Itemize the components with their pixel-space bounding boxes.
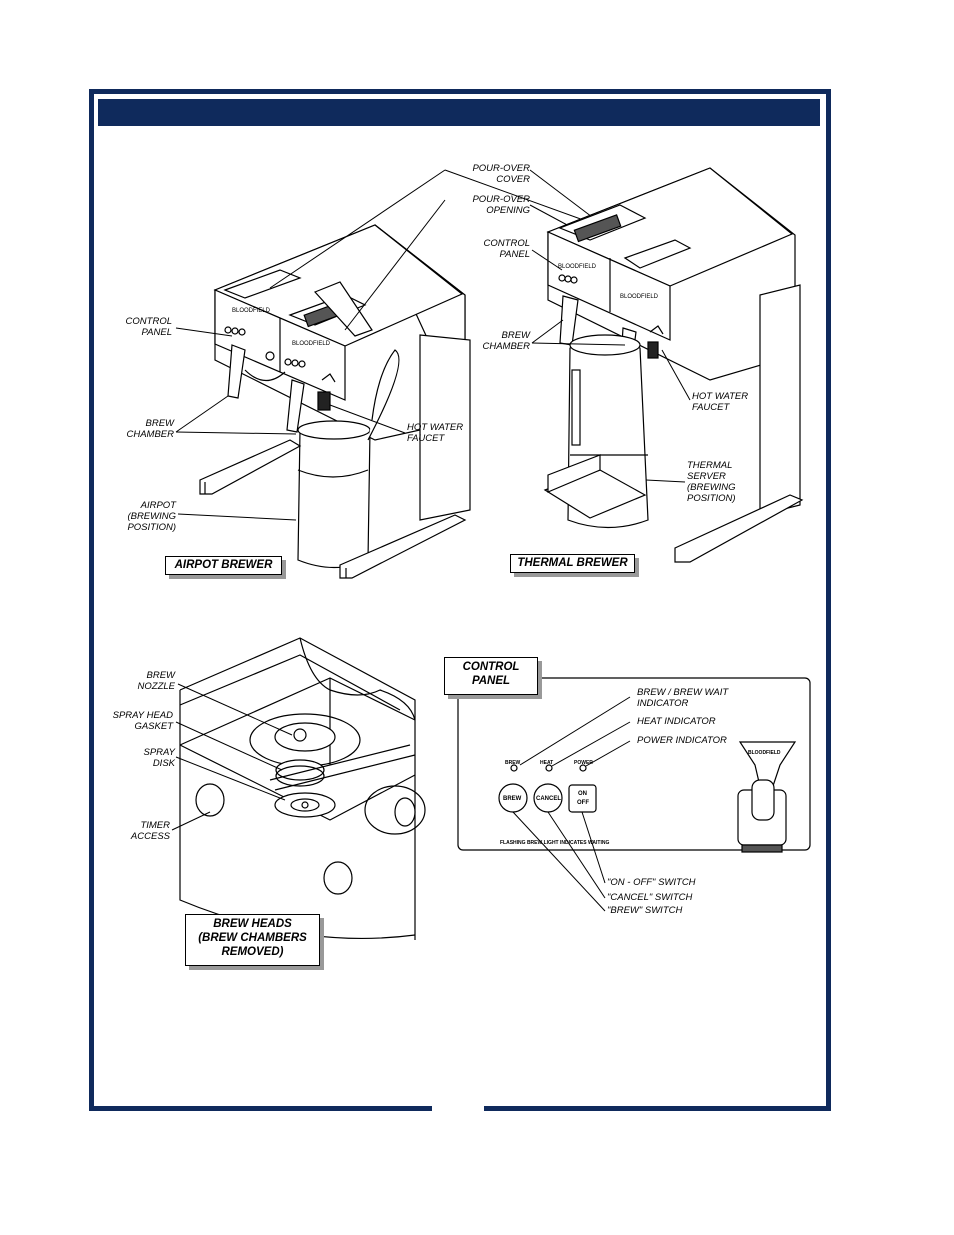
airpot-brew-chamber-label: BREW CHAMBER (126, 418, 174, 440)
frame-bottom-right (484, 1106, 831, 1111)
airpot-brewer-caption: AIRPOT BREWER (165, 556, 282, 575)
cancel-switch-label: "CANCEL" SWITCH (607, 892, 693, 903)
svg-text:BLOODFIELD: BLOODFIELD (232, 308, 271, 314)
cancel-button-label: CANCEL (536, 796, 561, 802)
pour-over-cover-label: POUR-OVER COVER (472, 163, 530, 185)
airpot-brewer-drawing: BLOODFIELD BLOODFIELD (199, 224, 471, 579)
control-panel-drawing (457, 677, 811, 853)
power-indicator-label: POWER (574, 760, 593, 766)
thermal-hot-water-faucet-label: HOT WATER FAUCET (692, 391, 749, 413)
panel-footer-text: FLASHING BREW LIGHT INDICATES WAITING (500, 840, 610, 846)
pot-logo: BLOODFIELD (748, 750, 781, 756)
frame-bottom-left (89, 1106, 432, 1111)
brew-wait-indicator-label: BREW / BREW WAIT INDICATOR (637, 687, 729, 709)
thermal-leaders (531, 249, 691, 483)
thermal-server-label: THERMAL SERVER (BREWING POSITION) (687, 460, 736, 504)
heat-indicator-callout: HEAT INDICATOR (637, 716, 716, 727)
thermal-brewer-drawing: BLOODFIELD BLOODFIELD (543, 167, 804, 563)
airpot-hot-water-faucet-label: HOT WATER FAUCET (407, 422, 464, 444)
brew-button-label: BREW (503, 796, 522, 802)
brew-heads-caption: BREW HEADS (BREW CHAMBERS REMOVED) (185, 914, 320, 966)
header-bar (98, 99, 820, 126)
control-panel-caption: CONTROL PANEL (444, 657, 538, 695)
brew-nozzle-label: BREW NOZZLE (137, 670, 175, 692)
on-label: ON (578, 791, 587, 797)
pour-over-opening-label: POUR-OVER OPENING (472, 194, 530, 216)
spray-head-gasket-label: SPRAY HEAD GASKET (112, 710, 173, 732)
page-frame (89, 89, 831, 1111)
brew-switch-label: "BREW" SWITCH (607, 905, 683, 916)
heat-indicator-label: HEAT (540, 760, 554, 766)
svg-text:BLOODFIELD: BLOODFIELD (292, 341, 331, 347)
thermal-control-panel-label: CONTROL PANEL (483, 238, 530, 260)
thermal-brewer-caption: THERMAL BREWER (510, 554, 635, 573)
off-label: OFF (577, 800, 589, 806)
thermal-brew-chamber-label: BREW CHAMBER (482, 330, 530, 352)
airpot-label: AIRPOT (BREWING POSITION) (127, 500, 176, 533)
brew-indicator-label: BREW (505, 760, 521, 766)
brew-heads-drawing (179, 637, 426, 940)
brew-heads-leaders (171, 683, 293, 831)
power-indicator-callout: POWER INDICATOR (637, 735, 727, 746)
timer-access-label: TIMER ACCESS (130, 820, 170, 842)
airpot-control-panel-label: CONTROL PANEL (125, 316, 172, 338)
on-off-switch-label: "ON - OFF" SWITCH (607, 877, 696, 888)
control-panel-leaders (512, 696, 631, 912)
svg-text:BLOODFIELD: BLOODFIELD (558, 264, 597, 270)
spray-disk-label: SPRAY DISK (143, 747, 175, 769)
svg-text:BLOODFIELD: BLOODFIELD (620, 294, 659, 300)
